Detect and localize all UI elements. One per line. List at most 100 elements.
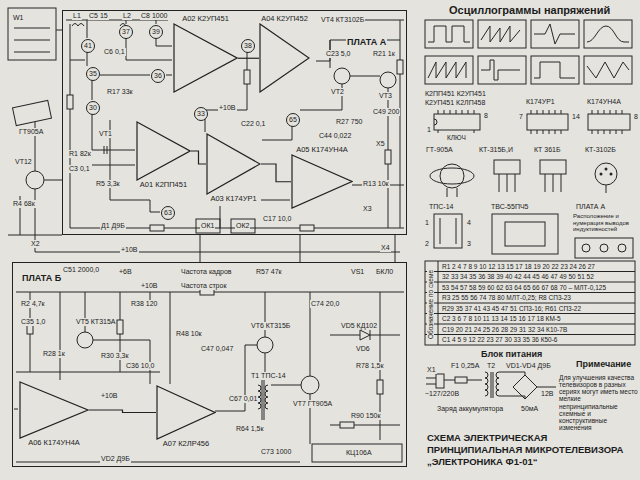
amplifier-triangle xyxy=(157,386,215,439)
component-label: КТ 361Б xyxy=(533,146,562,154)
ic-label: А03 К174УР1 xyxy=(206,195,261,203)
component-label: ~127/220В xyxy=(424,390,460,398)
test-point-circle: 36 xyxy=(151,69,165,83)
component-label: +6В xyxy=(118,268,133,276)
table-cell: R1 2 4 7 8 9 10 12 13 15 17 18 19 20 22 … xyxy=(441,263,596,270)
component-label: C74 20,0 xyxy=(310,300,340,308)
component-label: 50мА xyxy=(520,405,539,413)
component-label: C44 0,022 xyxy=(318,132,352,140)
component-label: C5 15 xyxy=(88,12,109,20)
component-label: ОК2 xyxy=(235,222,250,230)
component-label: C73 1000 xyxy=(260,448,292,456)
component-label: VT4 КТ3102Б xyxy=(320,16,365,24)
test-point-circle: 38 xyxy=(241,39,255,53)
component-label: VT2 xyxy=(330,88,345,96)
component-label: R64 1,5к xyxy=(235,425,265,433)
component-label: VD6 xyxy=(355,345,371,353)
component-label: R17 33к xyxy=(106,88,134,96)
component-label: VT1 xyxy=(98,130,113,138)
test-point-number: 65 xyxy=(289,116,297,124)
component-label: X2 xyxy=(30,240,41,248)
test-point-number: 37 xyxy=(122,28,130,36)
component-label: C22 0,1 xyxy=(240,120,267,128)
amplifier-ic: А06 К174УН4А xyxy=(19,381,89,447)
ic-label: А07 К2ЛР456 xyxy=(156,440,216,448)
component-label: БКЛ0 xyxy=(375,268,394,276)
component-label: Д1 Д9Б xyxy=(100,222,126,230)
component-label: L1 xyxy=(72,12,82,20)
component-label: C23 5,0 xyxy=(325,50,352,58)
component-label: Заряд аккумулятора xyxy=(436,405,504,413)
component-label: VD5 КД102 xyxy=(340,322,378,330)
component-label: F1 0,25А xyxy=(450,362,480,370)
test-point-circle: 65 xyxy=(286,113,300,127)
amplifier-ic: А05 К174УН4А xyxy=(291,146,353,209)
component-label: К174УР1 xyxy=(525,98,556,106)
component-label: R5 3,3к xyxy=(95,180,121,188)
component-label: VT7 ГТ905А xyxy=(292,400,333,408)
ic-label: А02 К2УП451 xyxy=(173,15,238,23)
component-label: 1 xyxy=(426,126,432,134)
amplifier-symbol xyxy=(19,381,89,439)
component-label: 14 xyxy=(571,113,581,121)
amplifier-triangle xyxy=(292,155,352,208)
test-point-number: 39 xyxy=(152,28,160,36)
test-point-number: 33 xyxy=(197,110,205,118)
component-label: C51 2000,0 xyxy=(62,266,100,274)
component-label: Частота кадров xyxy=(180,268,233,276)
circuit-board: ПЛАТА Б А06 К174УН4А А07 К2ЛР456 xyxy=(12,262,407,467)
amplifier-triangle xyxy=(207,134,260,194)
amplifier-triangle xyxy=(260,24,309,92)
section-heading: Осциллограммы напряжений xyxy=(448,4,611,16)
amplifier-symbol xyxy=(156,385,216,440)
component-label: R38 120 xyxy=(130,300,158,308)
component-label: VT6 КТ315Б xyxy=(250,322,291,330)
component-label: C49 200 xyxy=(372,108,400,116)
table-cell: R3 25 55 56 74 78 80 МЛТ-0,25; R8 СП3-23 xyxy=(441,294,572,301)
test-point-circle: 39 xyxy=(149,25,163,39)
component-label: 2 xyxy=(424,240,430,248)
component-label: +10В xyxy=(120,246,139,254)
test-point-number: 35 xyxy=(89,70,97,78)
component-label: К2ПП451 К2УП451 xyxy=(424,90,487,98)
component-label: C35 1,0 xyxy=(20,318,47,326)
test-point-number: 38 xyxy=(244,42,252,50)
component-label: VT3 xyxy=(378,92,393,100)
component-label: VT12 xyxy=(14,158,33,166)
table-cell: R29 35 37 41 43 45 47 51 СП3-16; R61 СП3… xyxy=(441,305,582,312)
component-label: 4 xyxy=(466,219,472,227)
component-label: К174УН4А xyxy=(586,98,622,106)
component-label: R4 68к xyxy=(12,200,36,208)
component-label: X3 xyxy=(362,205,373,213)
component-label: КТ-315Б,И xyxy=(478,146,514,154)
component-label: W1 xyxy=(12,14,25,22)
component-label: КЦ106А xyxy=(345,449,373,457)
board-label: ПЛАТА Б xyxy=(21,274,62,284)
component-label: +10В xyxy=(140,282,159,290)
component-label: +10В xyxy=(218,104,237,112)
component-label: VD1-VD4 Д9Б xyxy=(505,362,552,370)
test-point-circle: 41 xyxy=(81,39,95,53)
amplifier-symbol xyxy=(173,23,238,93)
component-label: C8 1000 xyxy=(140,12,168,20)
amplifier-ic: А04 К2УП452 xyxy=(259,15,310,93)
component-label: Расположение и нумерация выводов индукти… xyxy=(572,213,636,233)
component-label: C67 0,01 xyxy=(228,395,258,403)
test-point-circle: 63 xyxy=(161,206,175,220)
component-label: Т1 ТПС-14 xyxy=(250,372,287,380)
component-label: VD2 Д9Б xyxy=(100,455,131,463)
signal-wire xyxy=(89,410,156,413)
component-label: VS1 xyxy=(350,268,365,276)
component-label: ГТ-905А xyxy=(425,146,454,154)
table-cell: 32 33 34 35 36 38 39 40 42 44 45 46 47 4… xyxy=(441,273,595,280)
signal-wire xyxy=(261,164,291,182)
board-label: ПЛАТА А xyxy=(346,38,387,48)
component-label: L2 xyxy=(122,12,132,20)
test-point-circle: 37 xyxy=(119,25,133,39)
amplifier-ic: А03 К174УР1 xyxy=(206,133,261,203)
component-label: VT5 КТ315А xyxy=(75,318,116,326)
component-label: R27 750 xyxy=(335,118,363,126)
component-label: X5 xyxy=(375,140,386,148)
component-label: R48 10к xyxy=(175,330,203,338)
